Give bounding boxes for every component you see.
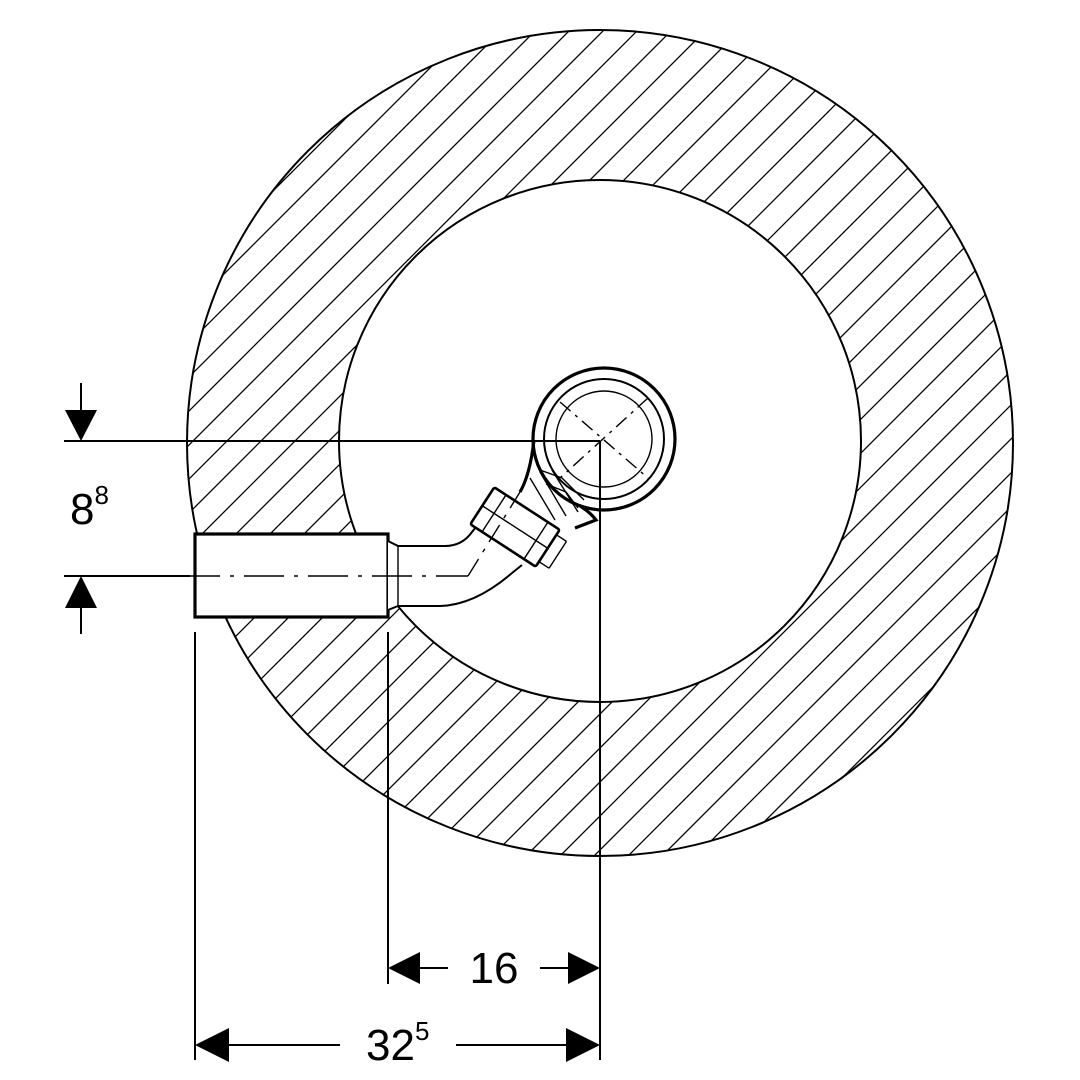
extension-lines: [194, 441, 601, 1060]
hatch-line: [0, 0, 90, 1080]
hatch-line: [186, 30, 193, 857]
hatch-line: [0, 0, 124, 1080]
hatch-line: [186, 30, 601, 857]
hatch-line: [186, 30, 567, 857]
trap-body: [518, 365, 679, 530]
horizontal-dimension-total: 325: [195, 1016, 600, 1070]
hatch-line: [186, 30, 669, 857]
hatch-line: [186, 30, 703, 857]
hatch-line: [1016, 0, 1080, 1080]
hatch-line: [186, 30, 533, 857]
hatch-line: [403, 30, 1013, 857]
hatch-line: [0, 0, 22, 1080]
hatch-line: [437, 30, 1013, 857]
hatch-line: [335, 30, 1013, 857]
hatch-line: [186, 30, 635, 857]
hatch-line: [1050, 0, 1080, 1080]
hatch-line: [186, 30, 465, 857]
dimension-label-inner: 16: [470, 944, 519, 993]
dimension-label-vertical: 88: [70, 480, 109, 534]
coupling-nut: [469, 486, 568, 569]
vertical-dimension: 88: [64, 383, 600, 634]
horizontal-dimension-inner: 16: [388, 944, 600, 993]
dimension-label-total: 325: [366, 1016, 429, 1070]
elbow-connector: [387, 521, 532, 611]
hatch-line: [0, 0, 158, 1080]
hatch-line: [186, 30, 227, 857]
hatch-line: [369, 30, 1013, 857]
hatch-line: [0, 0, 56, 1080]
center-lines: [180, 397, 649, 577]
hatch-line: [186, 30, 499, 857]
